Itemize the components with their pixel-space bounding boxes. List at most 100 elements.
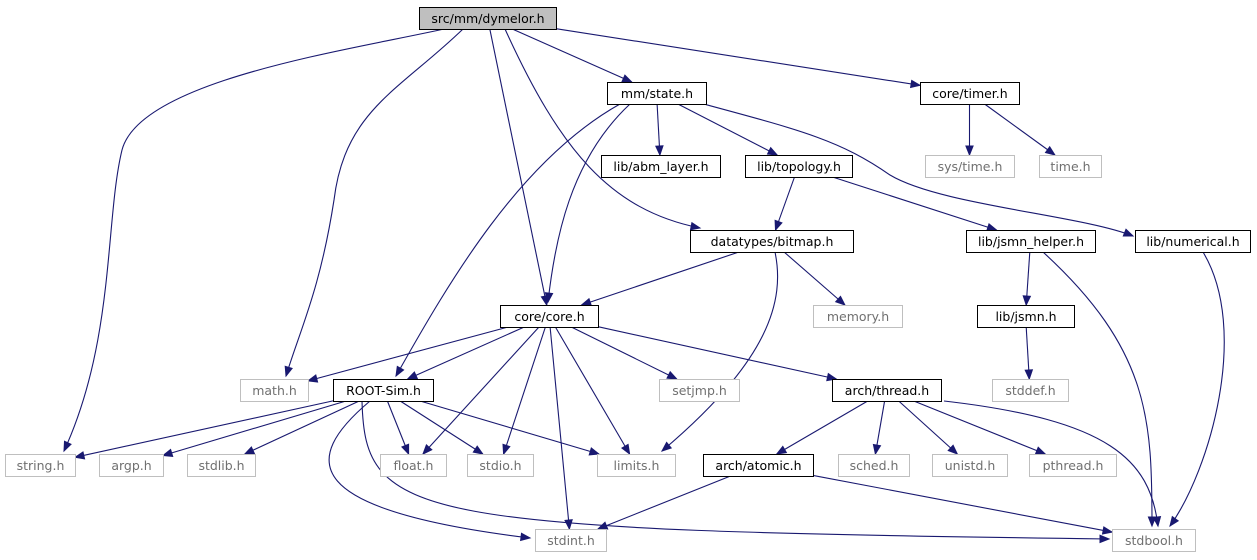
node-core[interactable]: core/core.h (500, 305, 599, 328)
arrowhead (1152, 516, 1162, 528)
node-jsmn[interactable]: lib/jsmn.h (977, 305, 1075, 328)
node-label: string.h (17, 458, 65, 473)
edge-line (512, 28, 632, 83)
node-box (1039, 155, 1102, 178)
node-atomic[interactable]: arch/atomic.h (703, 454, 814, 477)
node-box (832, 379, 942, 402)
edge-state-to-topology (677, 103, 779, 156)
node-limits[interactable]: limits.h (597, 454, 676, 477)
edge-rootsim-to-argp (161, 400, 347, 457)
node-label: lib/jsmn.h (995, 309, 1056, 324)
edge-rootsim-to-stdint (328, 400, 532, 542)
edge-thread-to-atomic (775, 400, 868, 455)
arrowhead (406, 371, 419, 380)
edge-core-to-stdint (549, 326, 573, 531)
node-box (467, 454, 534, 477)
node-jsmnhelper[interactable]: lib/jsmn_helper.h (966, 230, 1096, 253)
edge-thread-to-pthread (913, 400, 1047, 455)
edge-rootsim-to-stdio (399, 400, 484, 455)
node-box (838, 454, 910, 477)
arrowhead (872, 443, 882, 456)
edge-line (913, 400, 1046, 455)
node-argp[interactable]: argp.h (99, 454, 164, 477)
node-string[interactable]: string.h (5, 454, 76, 477)
node-numerical[interactable]: lib/numerical.h (1135, 230, 1251, 253)
edge-state-to-numerical (699, 102, 1135, 237)
node-label: mm/state.h (621, 86, 693, 101)
node-stdint[interactable]: stdint.h (535, 529, 607, 552)
node-thread[interactable]: arch/thread.h (832, 379, 942, 402)
edge-line (812, 474, 1113, 533)
node-label: arch/thread.h (845, 383, 929, 398)
arrowhead (502, 443, 511, 456)
node-label: ROOT-Sim.h (346, 383, 421, 398)
node-box (925, 155, 1015, 178)
node-systime[interactable]: sys/time.h (925, 155, 1015, 178)
node-unistd[interactable]: unistd.h (932, 454, 1008, 477)
node-state[interactable]: mm/state.h (607, 82, 707, 105)
edge-dymelor-to-string (63, 28, 445, 453)
arrowhead (965, 145, 974, 157)
node-stdlib[interactable]: stdlib.h (187, 454, 256, 477)
node-label: src/mm/dymelor.h (431, 11, 544, 26)
node-timer[interactable]: core/timer.h (920, 82, 1020, 105)
arrowhead (1122, 228, 1135, 237)
node-sched[interactable]: sched.h (838, 454, 910, 477)
node-setjmp[interactable]: setjmp.h (659, 379, 740, 402)
node-label: lib/abm_layer.h (613, 159, 708, 174)
arrowhead (1169, 515, 1180, 528)
node-pthread[interactable]: pthread.h (1029, 454, 1117, 477)
node-box (745, 155, 853, 178)
arrowhead (284, 365, 293, 378)
node-label: lib/topology.h (757, 159, 841, 174)
arrowhead (1099, 534, 1111, 544)
node-box (659, 379, 740, 402)
node-timeh[interactable]: time.h (1039, 155, 1102, 178)
edge-line (581, 251, 740, 306)
node-label: stdbool.h (1125, 533, 1183, 548)
edge-dymelor-to-timer (555, 28, 922, 89)
edge-line (984, 103, 1056, 156)
arrowhead (544, 292, 554, 304)
edge-rootsim-to-limits (419, 400, 601, 456)
node-box (690, 230, 854, 253)
node-rootsim[interactable]: ROOT-Sim.h (333, 379, 434, 402)
node-bitmap[interactable]: datatypes/bitmap.h (690, 230, 854, 253)
edge-line (783, 251, 846, 306)
arrowhead (1034, 446, 1047, 455)
node-math[interactable]: math.h (240, 379, 309, 402)
node-dymelor[interactable]: src/mm/dymelor.h (419, 7, 557, 30)
node-stdbool[interactable]: stdbool.h (1112, 529, 1196, 552)
arrowhead (947, 444, 959, 455)
node-stddef[interactable]: stddef.h (992, 379, 1069, 402)
node-box (1112, 529, 1196, 552)
node-memory[interactable]: memory.h (813, 305, 903, 328)
edge-atomic-to-stdbool (812, 474, 1114, 535)
node-float[interactable]: float.h (380, 454, 447, 477)
node-box (1135, 230, 1251, 253)
edge-line (832, 176, 997, 231)
edge-line (395, 103, 621, 377)
arrowhead (395, 365, 405, 378)
node-label: arch/atomic.h (715, 458, 801, 473)
node-stdio[interactable]: stdio.h (467, 454, 534, 477)
arrowhead (422, 444, 433, 455)
edge-thread-to-sched (872, 400, 886, 456)
edge-line (422, 326, 540, 455)
arrowhead (520, 532, 532, 542)
edge-line (549, 326, 570, 530)
edge-line (547, 103, 631, 303)
node-abm[interactable]: lib/abm_layer.h (601, 155, 721, 178)
edge-timer-to-systime (965, 104, 974, 157)
edge-line (677, 103, 778, 156)
edge-line (489, 28, 548, 306)
edge-thread-to-stdbool (943, 400, 1162, 528)
node-topology[interactable]: lib/topology.h (745, 155, 853, 178)
edge-line (399, 400, 484, 455)
node-box (813, 305, 903, 328)
edge-line (1169, 251, 1225, 527)
arrowhead (666, 370, 678, 380)
edge-line (328, 400, 531, 539)
edge-line (555, 28, 921, 86)
